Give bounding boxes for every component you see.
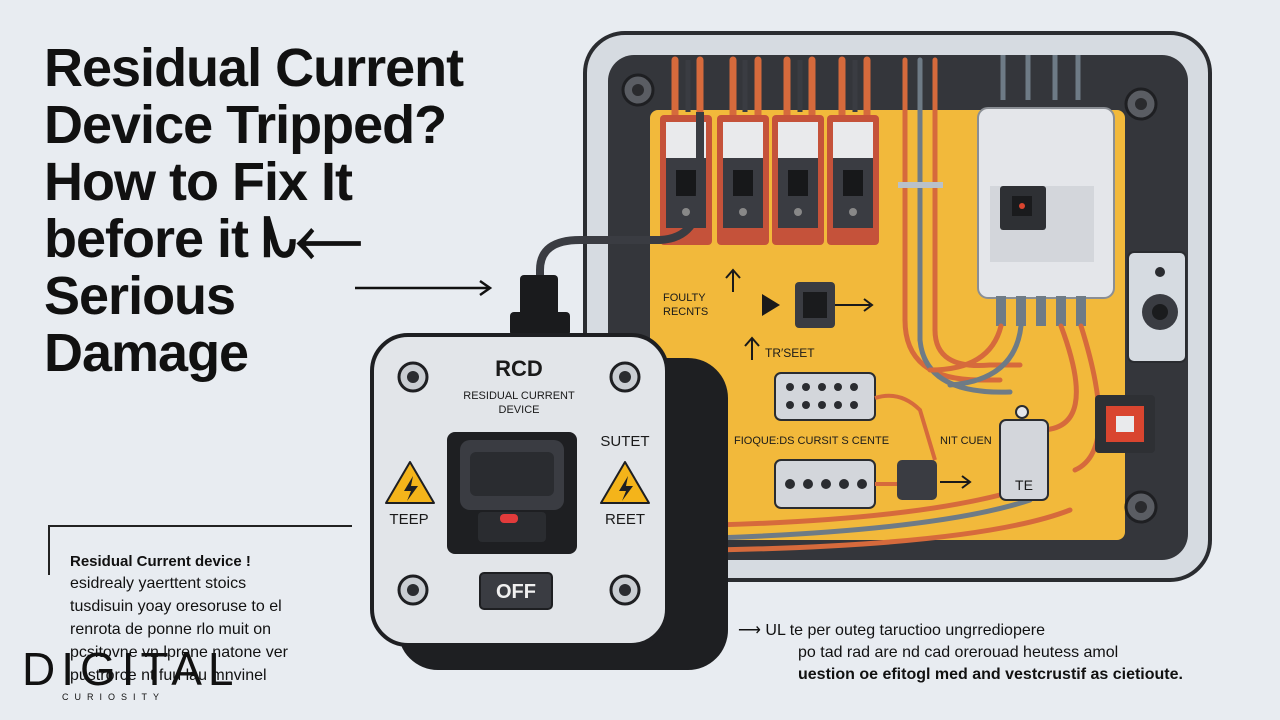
panel-label-1a: FOULTY bbox=[663, 292, 706, 304]
rcd-description-2: DEVICE bbox=[499, 404, 540, 416]
play-icon bbox=[762, 294, 780, 316]
divider bbox=[48, 525, 50, 575]
panel-label-2: TR′SEET bbox=[765, 346, 815, 360]
screw-icon bbox=[621, 73, 1158, 524]
rcd-right-top-label: SUTET bbox=[600, 433, 649, 450]
page-title: Residual Current Device Tripped? How to … bbox=[44, 40, 514, 382]
brand-logo: DIGITAL CURIOSITY bbox=[22, 646, 240, 702]
note-line: pcsitovne vn lprene natone ver bbox=[70, 644, 288, 661]
note-line: tusdisuin yoay oresoruse to el bbox=[70, 598, 282, 615]
off-label: OFF bbox=[496, 581, 536, 603]
rcd-right-label: REET bbox=[605, 511, 645, 528]
panel-label-3: FIOQUE:DS CURSIT S CENTE bbox=[734, 435, 889, 447]
screw-icon bbox=[397, 361, 641, 606]
warning-icon bbox=[385, 461, 650, 504]
panel-label-1b: RECNTS bbox=[663, 306, 708, 318]
note-line: esidrealy yaerttent stoics bbox=[70, 575, 247, 592]
title-line: Device Tripped? bbox=[44, 95, 447, 155]
rcd-cable bbox=[536, 112, 704, 318]
caption-line: uestion oe efitogl med and vestcrustif a… bbox=[798, 666, 1183, 683]
wire-bundle-top bbox=[671, 56, 871, 124]
title-line: How to Fix It bbox=[44, 152, 353, 212]
te-module bbox=[999, 419, 1049, 501]
divider bbox=[48, 525, 352, 527]
rcd-name: RCD bbox=[495, 356, 543, 381]
title-line: Damage bbox=[44, 323, 249, 383]
junction-box bbox=[897, 460, 937, 500]
title-line: Residual Current bbox=[44, 38, 464, 98]
note-heading: Residual Current device ! bbox=[70, 553, 251, 570]
trip-indicator bbox=[500, 514, 518, 523]
title-line: before it ᗃ⟵ bbox=[44, 209, 361, 269]
caption-line: UL te per outeg taructioo ungrrediopere bbox=[765, 622, 1045, 639]
module-label: TE bbox=[1015, 477, 1033, 493]
logo-subtitle: CURIOSITY bbox=[62, 692, 166, 702]
arrow-icon: ⟶ bbox=[738, 622, 761, 639]
caption-line: po tad rad are nd cad orerouad heutess a… bbox=[798, 644, 1119, 661]
terminal-block bbox=[774, 372, 876, 509]
note-line: pustrorce nt fuu lau mnvinel bbox=[70, 667, 267, 684]
rcd-description-1: RESIDUAL CURRENT bbox=[463, 390, 575, 402]
off-indicator bbox=[479, 572, 553, 610]
rcd-main-module bbox=[977, 107, 1115, 326]
panel-label-4: NIT CUEN bbox=[940, 435, 992, 447]
caption-block: ⟶ UL te per outeg taructioo ungrredioper… bbox=[738, 620, 1183, 686]
note-line: renrota de ponne rlo muit on bbox=[70, 621, 272, 638]
circuit-breaker-row bbox=[660, 115, 879, 245]
logo-wordmark: DIGITAL bbox=[22, 643, 240, 695]
rcd-left-label: TEEP bbox=[389, 511, 428, 528]
title-line: Serious bbox=[44, 266, 236, 326]
